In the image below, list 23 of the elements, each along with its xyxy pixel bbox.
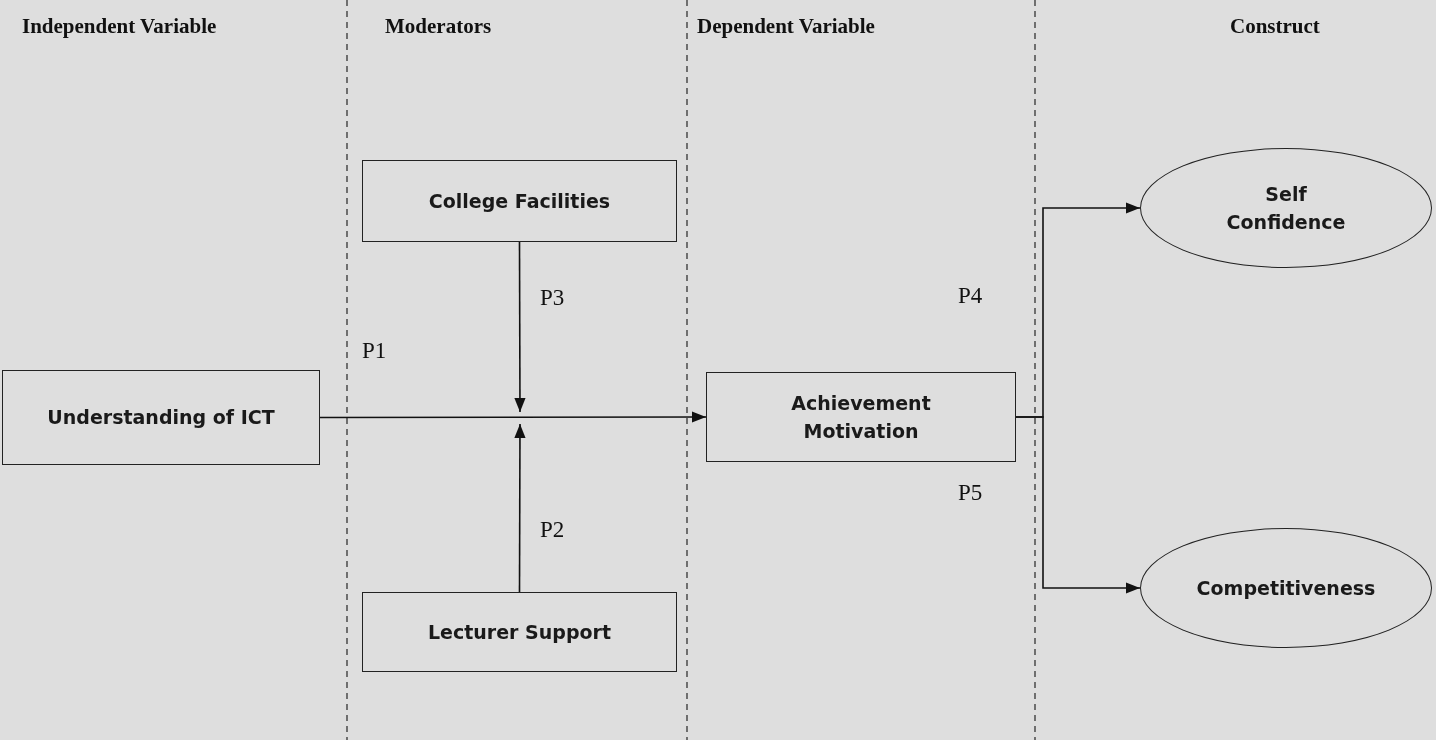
node-label: Competitiveness [1196, 575, 1376, 601]
process-box [706, 372, 1016, 462]
process-box [362, 160, 677, 242]
edge-label: P5 [958, 480, 983, 506]
column-heading: Dependent Variable [697, 14, 875, 39]
arrow [319, 411, 707, 423]
edge-label: P3 [540, 285, 565, 311]
edge-label: P4 [958, 283, 983, 309]
node-label: Understanding of ICT [47, 405, 275, 431]
process-box [362, 592, 677, 672]
process-box [2, 370, 320, 465]
node-label: Achievement Motivation [790, 390, 932, 444]
column-heading: Construct [1230, 14, 1320, 39]
arrow [514, 241, 526, 413]
node-label: Self Confidence [1225, 181, 1347, 235]
edge-label: P1 [362, 338, 387, 364]
node-label: College Facilities [428, 188, 611, 214]
edge-label: P2 [540, 517, 565, 543]
node-label: Lecturer Support [428, 619, 611, 645]
column-heading: Moderators [385, 14, 492, 39]
arrow [1015, 416, 1141, 594]
arrow [514, 423, 526, 593]
column-heading: Independent Variable [22, 14, 217, 39]
